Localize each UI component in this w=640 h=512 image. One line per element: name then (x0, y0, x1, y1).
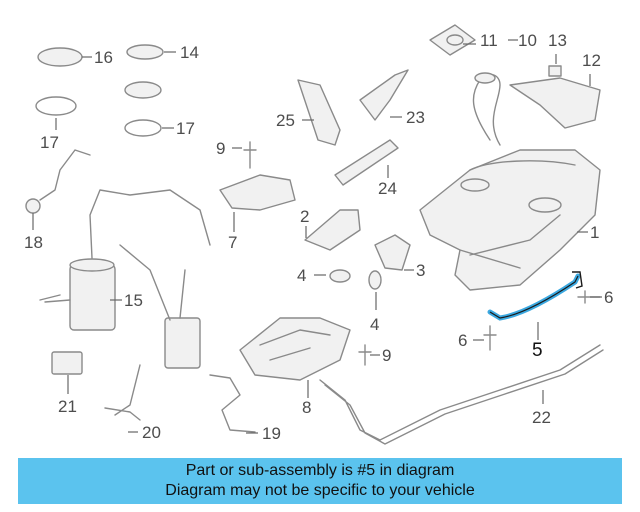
callout-17[interactable]: 17 (176, 119, 195, 138)
callout-4[interactable]: 4 (297, 266, 306, 285)
callout-10[interactable]: 10 (518, 31, 537, 50)
callout-20[interactable]: 20 (142, 423, 161, 442)
callout-3[interactable]: 3 (416, 261, 425, 280)
callout-14[interactable]: 14 (180, 43, 199, 62)
callout-9[interactable]: 9 (216, 139, 225, 158)
callout-17[interactable]: 17 (40, 133, 59, 152)
callout-15[interactable]: 15 (124, 291, 143, 310)
callout-24[interactable]: 24 (378, 179, 397, 198)
callout-18[interactable]: 18 (24, 233, 43, 252)
callout-22[interactable]: 22 (532, 408, 551, 427)
callout-19[interactable]: 19 (262, 424, 281, 443)
callout-21[interactable]: 21 (58, 397, 77, 416)
banner-line-part: Part or sub-assembly is #5 in diagram (185, 462, 455, 479)
callout-7[interactable]: 7 (228, 233, 237, 252)
callout-13[interactable]: 13 (548, 31, 567, 50)
leader-lines (32, 39, 602, 434)
callout-25[interactable]: 25 (276, 111, 295, 130)
callout-11[interactable]: 11 (480, 31, 498, 50)
fuel-tank-strap-highlighted (487, 271, 583, 321)
misc-parts-drawing (25, 24, 601, 433)
callout-16[interactable]: 16 (94, 48, 113, 67)
fuel-tank-drawing (419, 72, 601, 291)
callout-23[interactable]: 23 (406, 108, 425, 127)
callout-1[interactable]: 1 (590, 223, 599, 242)
callout-labels: 1 2 3 4 4 5 6 6 7 8 9 9 10 11 12 13 14 1… (24, 31, 613, 443)
banner-line-disclaimer: Diagram may not be specific to your vehi… (165, 482, 475, 499)
fuel-line-drawing (319, 344, 604, 445)
callout-6[interactable]: 6 (604, 288, 613, 307)
info-banner: Part or sub-assembly is #5 in diagram Di… (18, 458, 622, 504)
callout-5[interactable]: 5 (532, 340, 543, 361)
heat-shield-drawing (239, 317, 351, 381)
callout-9[interactable]: 9 (382, 346, 391, 365)
callout-6[interactable]: 6 (458, 331, 467, 350)
fuel-pump-drawing (39, 189, 211, 416)
callout-12[interactable]: 12 (582, 51, 601, 70)
parts-diagram: 1 2 3 4 4 5 6 6 7 8 9 9 10 11 12 13 14 1… (24, 24, 613, 445)
callout-8[interactable]: 8 (302, 398, 311, 417)
callout-4[interactable]: 4 (370, 315, 379, 334)
callout-2[interactable]: 2 (300, 207, 309, 226)
